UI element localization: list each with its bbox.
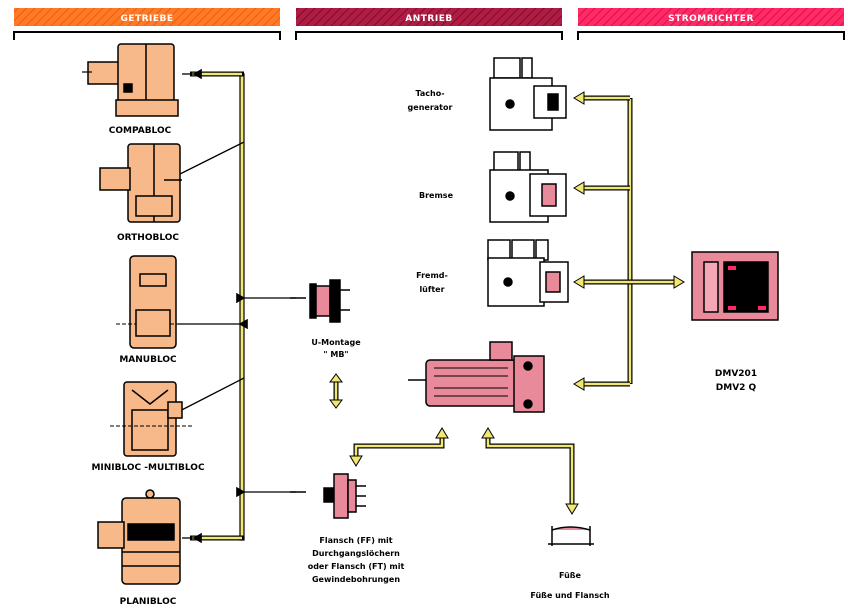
manubloc-image	[116, 256, 184, 348]
fuesse-label-line1: Füße	[559, 571, 582, 580]
header-antrieb: ANTRIEB	[296, 8, 562, 40]
flansch-label-line1: Flansch (FF) mit	[319, 536, 392, 545]
fuesse-image	[548, 526, 594, 546]
flansch-image	[324, 474, 366, 518]
u-montage-connector	[330, 374, 342, 408]
flansch-label-line3: oder Flansch (FT) mit	[308, 562, 405, 571]
u-montage-label-line1: U-Montage	[311, 338, 361, 347]
planibloc-image	[98, 490, 180, 584]
flansch-label-line2: Durchgangslöchern	[312, 549, 400, 558]
header-getriebe-label: GETRIEBE	[120, 14, 173, 24]
dmv-converter-image	[692, 252, 778, 320]
fremdluefter-label-line2: lüfter	[419, 285, 444, 294]
header-stromrichter-label: STROMRICHTER	[668, 14, 754, 24]
dc-motor-image	[408, 342, 544, 412]
compabloc-image	[82, 44, 178, 116]
converter-connector-bus	[574, 92, 684, 390]
minibloc-label: MINIBLOC -MULTIBLOC	[91, 463, 205, 473]
u-montage-image	[310, 280, 350, 322]
converter-label-line2: DMV2 Q	[716, 383, 757, 393]
tacho-generator-image	[490, 58, 566, 130]
motor-flansch-connector	[350, 428, 448, 466]
planibloc-label: PLANIBLOC	[120, 597, 177, 607]
bremse-label: Bremse	[419, 191, 454, 200]
header-stromrichter: STROMRICHTER	[578, 8, 844, 40]
manubloc-label: MANUBLOC	[119, 355, 177, 365]
tacho-generator-label-line1: Tacho-	[415, 89, 444, 98]
converter-label-line1: DMV201	[715, 369, 757, 379]
fuesse-label-line2: Füße und Flansch	[530, 591, 609, 600]
tacho-generator-label-line2: generator	[408, 103, 453, 112]
u-montage-label-line2: " MB"	[323, 350, 348, 359]
orthobloc-image	[100, 144, 182, 222]
compabloc-label: COMPABLOC	[109, 126, 172, 136]
bremse-image	[490, 152, 566, 222]
motor-fuesse-connector	[482, 428, 578, 514]
header-getriebe: GETRIEBE	[14, 8, 280, 40]
fremdluefter-label-line1: Fremd-	[416, 271, 448, 280]
fremdluefter-image	[488, 240, 568, 306]
flansch-label-line4: Gewindebohrungen	[312, 575, 400, 584]
orthobloc-label: ORTHOBLOC	[117, 233, 179, 243]
header-antrieb-label: ANTRIEB	[405, 14, 452, 24]
minibloc-image	[110, 382, 192, 456]
